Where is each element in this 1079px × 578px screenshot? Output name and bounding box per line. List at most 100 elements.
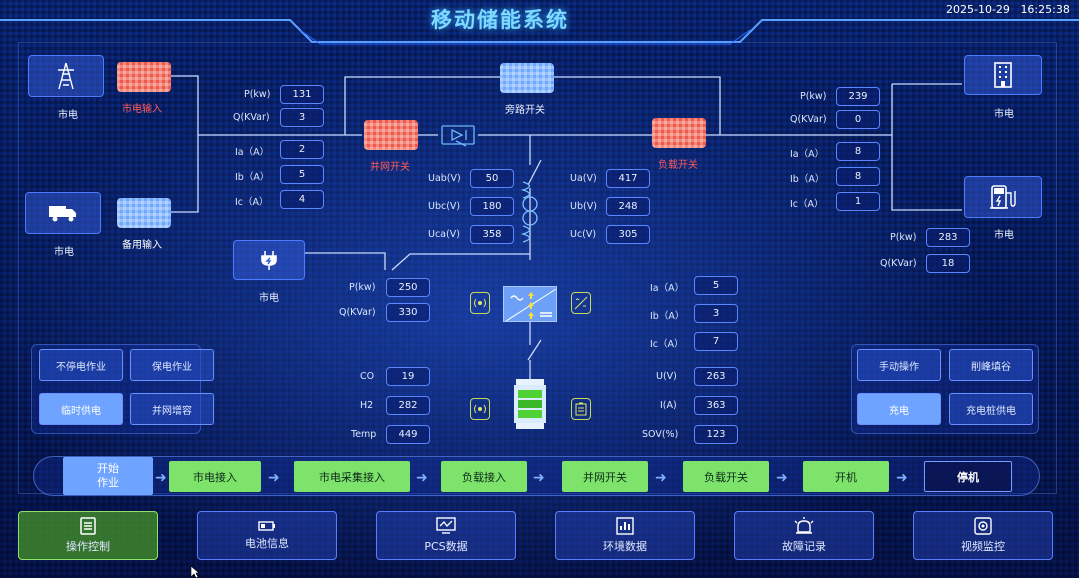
flow-start-button[interactable]: 开始 作业: [63, 457, 153, 495]
tab-battery-info[interactable]: 电池信息: [197, 511, 337, 560]
pcs-ib-value: 3: [694, 304, 738, 323]
clipboard-icon: [575, 402, 587, 416]
uca-value: 358: [470, 225, 514, 244]
flow-arrow-icon: ➜: [155, 470, 167, 486]
ua-value: 417: [606, 169, 650, 188]
uab-label: Uab(V): [428, 173, 461, 184]
flow-step-grid-switch[interactable]: 并网开关: [562, 461, 648, 492]
tab-fault-records[interactable]: 故障记录: [734, 511, 874, 560]
pcs-ia-label: Ia（A）: [650, 283, 685, 294]
bypass-switch[interactable]: [500, 63, 554, 93]
tab-label: 视频监控: [961, 540, 1005, 553]
acdc-box: [571, 292, 591, 314]
time-text: 16:25:38: [1020, 3, 1070, 16]
grid-connect-switch-label: 并网开关: [370, 162, 410, 173]
building-box: [964, 55, 1042, 95]
grid-input-switch[interactable]: [117, 62, 171, 92]
flow-step-grid-access[interactable]: 市电接入: [169, 461, 261, 492]
left-ib-label: Ib（A）: [235, 172, 270, 183]
pcs-ic-value: 7: [694, 332, 738, 351]
backup-input-switch[interactable]: [117, 198, 171, 228]
flow-step-load-access[interactable]: 负载接入: [441, 461, 527, 492]
ub-value: 248: [606, 197, 650, 216]
op-grid-expansion-button[interactable]: 并网增容: [130, 393, 214, 425]
flow-start-line2: 作业: [97, 476, 119, 489]
charging-station-icon: [990, 185, 1016, 209]
uc-value: 305: [606, 225, 650, 244]
pcs-q-value: 330: [386, 303, 430, 322]
ub-label: Ub(V): [570, 201, 597, 212]
tab-label: 电池信息: [245, 537, 289, 550]
right-q-label: Q(KVar): [790, 114, 827, 125]
flow-arrow-icon: ➜: [896, 470, 908, 486]
op-peak-shaving-button[interactable]: 削峰填谷: [949, 349, 1033, 381]
plug-icon: [261, 251, 277, 270]
plug-box: [233, 240, 305, 280]
left-ic-value: 4: [280, 190, 324, 209]
co-label: CO: [360, 371, 375, 382]
tab-operation-control[interactable]: 操作控制: [18, 511, 158, 560]
right-p-label: P(kw): [800, 91, 827, 102]
right-q-value: 0: [836, 110, 880, 129]
tab-video-monitoring[interactable]: 视频监控: [913, 511, 1053, 560]
charger-q-value: 18: [926, 254, 970, 273]
left-ia-value: 2: [280, 140, 324, 159]
h2-value: 282: [386, 396, 430, 415]
charger-q-label: Q(KVar): [880, 258, 917, 269]
charger-label: 市电: [994, 230, 1014, 241]
document-icon: [80, 517, 96, 535]
op-charge-button[interactable]: 充电: [857, 393, 941, 425]
op-charger-supply-button[interactable]: 充电桩供电: [949, 393, 1033, 425]
converter-icon: [505, 288, 557, 322]
grid-input-label: 市电输入: [122, 104, 162, 115]
right-ia-value: 8: [836, 142, 880, 161]
ac-dc-icon: [574, 296, 588, 310]
bar-chart-icon: [616, 517, 634, 535]
grid-connect-switch[interactable]: [364, 120, 418, 150]
pcs-sensor-box: [470, 292, 490, 314]
flow-step-grid-acquisition[interactable]: 市电采集接入: [294, 461, 410, 492]
flow-step-power-on[interactable]: 开机: [803, 461, 889, 492]
right-ib-value: 8: [836, 167, 880, 186]
flow-arrow-icon: ➜: [776, 470, 788, 486]
load-switch[interactable]: [652, 118, 706, 148]
pcs-ia-value: 5: [694, 276, 738, 295]
bypass-switch-label: 旁路开关: [505, 105, 545, 116]
battery-doc-box: [571, 398, 591, 420]
left-p-label: P(kw): [244, 89, 271, 100]
header-frame: [0, 19, 1079, 45]
right-ic-label: Ic（A）: [790, 199, 824, 210]
truck-box: [25, 192, 101, 234]
camera-icon: [974, 517, 992, 535]
pcs-ib-label: Ib（A）: [650, 311, 685, 322]
tab-pcs-data[interactable]: PCS数据: [376, 511, 516, 560]
ua-label: Ua(V): [570, 173, 597, 184]
tab-environment-data[interactable]: 环境数据: [555, 511, 695, 560]
truck-icon: [49, 206, 76, 222]
op-uninterrupted-button[interactable]: 不停电作业: [39, 349, 123, 381]
uc-label: Uc(V): [570, 229, 597, 240]
pcs-q-label: Q(KVar): [339, 307, 376, 318]
temp-label: Temp: [351, 429, 377, 440]
op-manual-button[interactable]: 手动操作: [857, 349, 941, 381]
main-frame: [18, 42, 1057, 494]
flow-step-load-switch[interactable]: 负载开关: [683, 461, 769, 492]
grid-bottom-label: 市电: [54, 247, 74, 258]
wiring-diagram: [171, 75, 962, 380]
op-temporary-supply-button[interactable]: 临时供电: [39, 393, 123, 425]
ubc-label: Ubc(V): [428, 201, 461, 212]
left-q-value: 3: [280, 108, 324, 127]
pcs-p-value: 250: [386, 278, 430, 297]
flow-stop-button[interactable]: 停机: [924, 461, 1012, 492]
charger-p-value: 283: [926, 228, 970, 247]
op-power-guarantee-button[interactable]: 保电作业: [130, 349, 214, 381]
battery-i-value: 363: [694, 396, 738, 415]
left-p-value: 131: [280, 85, 324, 104]
building-label: 市电: [994, 109, 1014, 120]
tab-label: 故障记录: [782, 540, 826, 553]
battery-stack-icon: [514, 379, 546, 429]
battery-u-label: U(V): [656, 371, 677, 382]
uca-label: Uca(V): [428, 229, 460, 240]
left-ib-value: 5: [280, 165, 324, 184]
battery-icon: [258, 521, 275, 531]
